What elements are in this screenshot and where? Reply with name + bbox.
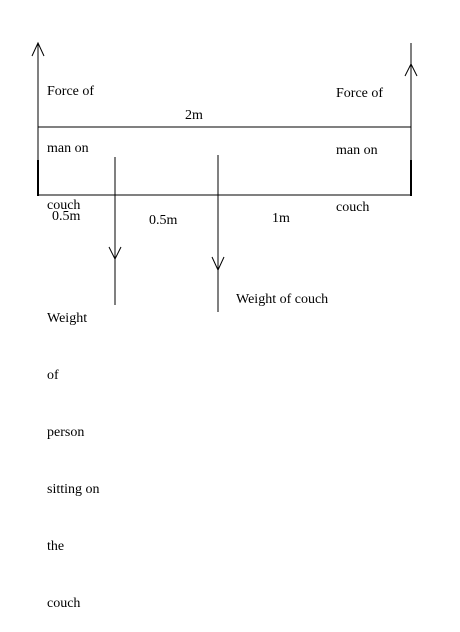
middle-distance-label: 0.5m (149, 213, 178, 228)
left-force-label: Force of man on couch (47, 84, 95, 213)
left-force-arrow (31, 41, 45, 127)
couch-force-diagram (31, 41, 418, 312)
couch-weight-arrow (211, 155, 225, 312)
person-weight-label: Weight of person sitting on the couch (47, 311, 100, 611)
right-force-arrow (404, 43, 418, 127)
person-weight-arrow (108, 157, 122, 305)
right-distance-label: 1m (272, 211, 290, 226)
couch-weight-label: Weight of couch (236, 292, 329, 307)
right-force-label: Force of man on couch (336, 86, 384, 215)
left-distance-label: 0.5m (52, 209, 81, 224)
couch-length-label: 2m (185, 108, 203, 123)
